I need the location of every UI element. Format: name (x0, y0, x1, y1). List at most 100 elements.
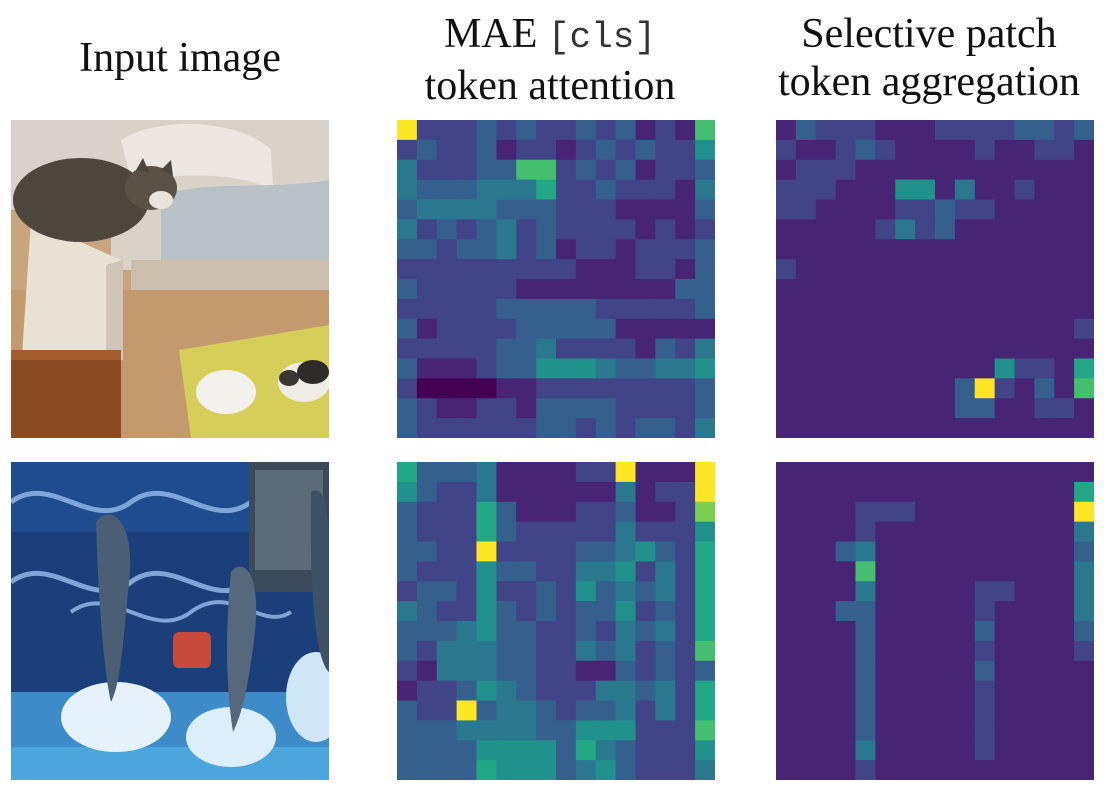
selective-aggregation-cell (835, 740, 857, 761)
mae-attention-cell (575, 680, 597, 702)
selective-aggregation-cell (974, 660, 996, 682)
selective-aggregation-cell (855, 279, 876, 300)
mae-attention-cell (496, 481, 517, 503)
mae-attention-cell (695, 760, 715, 780)
selective-aggregation-cell (1014, 199, 1035, 220)
selective-aggregation-cell (835, 700, 857, 721)
selective-aggregation-cell (1014, 159, 1035, 181)
mae-attention-cell (556, 239, 577, 260)
mae-attention-cell (595, 239, 617, 260)
mae-attention-cell (436, 640, 458, 662)
mae-attention-cell (655, 179, 676, 201)
selective-aggregation-cell (795, 561, 817, 582)
mae-attention-cell (536, 740, 557, 761)
selective-aggregation-cell (895, 279, 916, 300)
mae-attention-cell (675, 219, 696, 240)
mae-attention-cell (556, 760, 577, 780)
selective-aggregation-cell (1034, 398, 1055, 419)
mae-attention-cell (556, 621, 577, 642)
mae-attention-cell (516, 298, 537, 320)
mae-attention-cell (635, 581, 656, 602)
mae-attention-cell (436, 239, 458, 260)
selective-aggregation-cell (795, 660, 817, 682)
selective-aggregation-cell (954, 601, 976, 622)
selective-aggregation-cell (1054, 239, 1075, 260)
mae-attention-cell (635, 338, 656, 360)
selective-aggregation-cell (974, 501, 996, 523)
selective-aggregation-cell (1034, 179, 1055, 201)
mae-attention-cell (595, 561, 617, 582)
mae-attention-cell (516, 541, 537, 562)
mae-attention-cell (556, 601, 577, 622)
selective-aggregation-cell (935, 219, 956, 240)
mae-attention-cell (496, 298, 517, 320)
selective-aggregation-cell (954, 159, 976, 181)
selective-aggregation-cell (815, 139, 837, 161)
selective-aggregation-cell (954, 740, 976, 761)
mae-attention-cell (595, 581, 617, 602)
selective-aggregation-cell (915, 378, 936, 399)
mae-attention-cell (416, 760, 438, 780)
mae-attention-cell (575, 259, 597, 280)
mae-attention-cell (436, 541, 458, 562)
mae-attention-cell (476, 298, 497, 320)
mae-attention-cell (695, 541, 715, 562)
mae-attention-cell (556, 159, 577, 181)
selective-aggregation-cell (994, 621, 1016, 642)
selective-aggregation-cell (1014, 660, 1035, 682)
mae-attention-cell (575, 338, 597, 360)
selective-aggregation-cell (1074, 601, 1094, 622)
selective-aggregation-cell (1054, 418, 1075, 438)
selective-aggregation-cell (974, 720, 996, 741)
selective-aggregation-cell (994, 159, 1016, 181)
selective-aggregation-cell (1054, 700, 1075, 721)
selective-aggregation-cell (1054, 298, 1075, 320)
mae-attention-cell (615, 501, 637, 523)
mae-attention-cell (416, 700, 438, 721)
selective-aggregation-cell (815, 481, 837, 503)
mae-attention-cell (695, 378, 715, 399)
selective-aggregation-cell (1014, 259, 1035, 280)
mae-attention-cell (695, 298, 715, 320)
mae-attention-cell (436, 700, 458, 721)
selective-aggregation-cell (855, 481, 876, 503)
mae-attention-cell (416, 521, 438, 543)
selective-aggregation-cell (855, 378, 876, 399)
mae-attention-cell (575, 279, 597, 300)
selective-aggregation-cell (1074, 481, 1094, 503)
mae-attention-cell (476, 760, 497, 780)
selective-aggregation-cell (895, 358, 916, 379)
mae-attention-cell (397, 199, 418, 220)
selective-aggregation-cell (835, 462, 857, 483)
selective-aggregation-cell (954, 501, 976, 523)
mae-attention-cell (516, 581, 537, 602)
selective-aggregation-cell (974, 159, 996, 181)
selective-aggregation-cell (954, 338, 976, 360)
selective-aggregation-cell (974, 541, 996, 562)
selective-aggregation-heatmap-row1-svg (776, 120, 1094, 438)
mae-attention-cell (635, 159, 656, 181)
selective-aggregation-cell (974, 279, 996, 300)
mae-attention-cell (397, 462, 418, 483)
mae-attention-cell (476, 338, 497, 360)
selective-aggregation-cell (776, 120, 797, 141)
mae-attention-cell (416, 462, 438, 483)
selective-aggregation-cell (815, 159, 837, 181)
selective-aggregation-cell (1034, 358, 1055, 379)
selective-aggregation-cell (915, 760, 936, 780)
mae-attention-cell (556, 338, 577, 360)
mae-attention-cell (556, 279, 577, 300)
selective-aggregation-cell (795, 139, 817, 161)
mae-attention-cell (675, 239, 696, 260)
mae-attention-cell (595, 700, 617, 721)
mae-attention-cell (456, 398, 478, 419)
mae-attention-cell (416, 398, 438, 419)
mae-attention-cell (496, 199, 517, 220)
selective-aggregation-cell (895, 462, 916, 483)
selective-aggregation-cell (1074, 318, 1094, 340)
mae-attention-cell (595, 298, 617, 320)
mae-attention-cell (675, 398, 696, 419)
selective-aggregation-cell (1054, 501, 1075, 523)
selective-aggregation-cell (815, 378, 837, 399)
selective-aggregation-cell (895, 219, 916, 240)
